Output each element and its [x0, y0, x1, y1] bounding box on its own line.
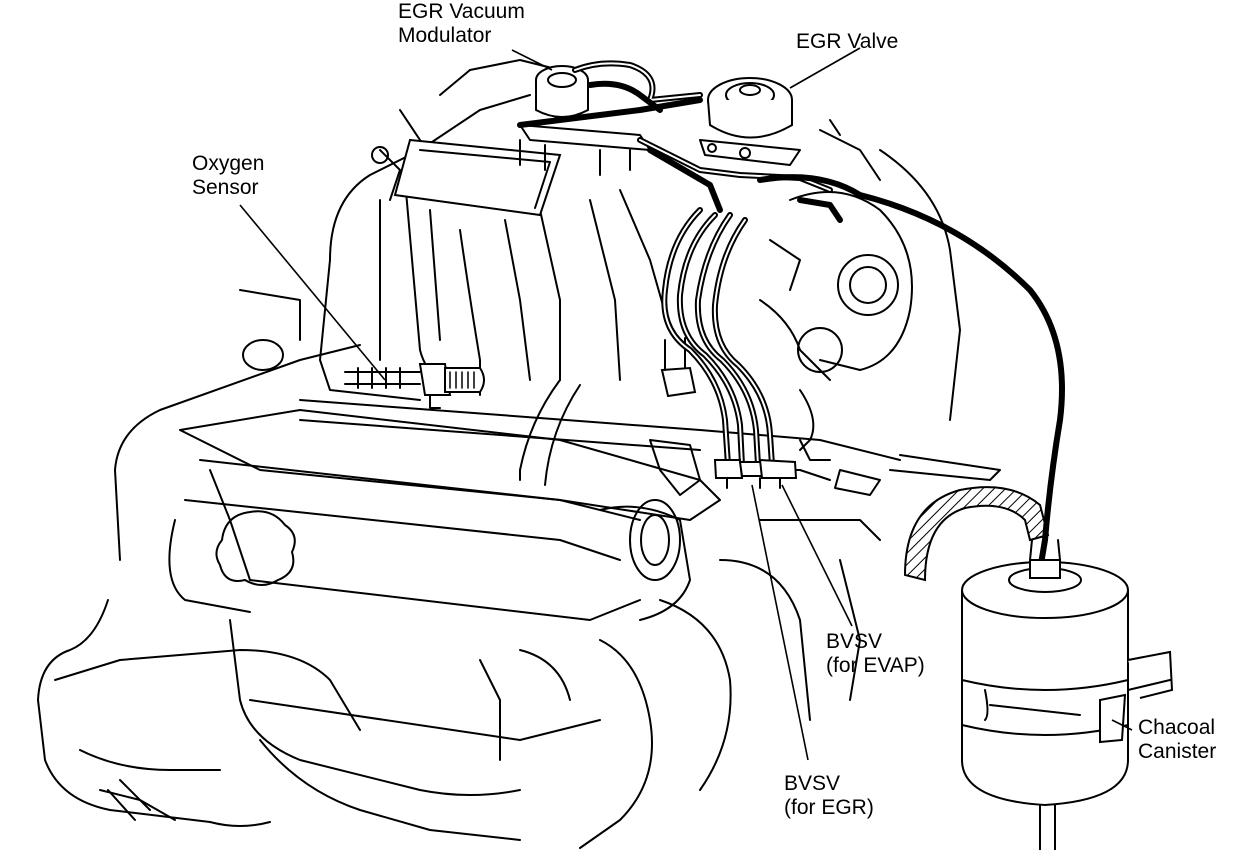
intake-manifold: [299, 59, 901, 496]
label-bvsv-evap-line2: (for EVAP): [826, 654, 925, 677]
label-oxygen-sensor-line2: Sensor: [192, 176, 259, 199]
label-egr-vacuum-modulator-line1: EGR Vacuum: [398, 0, 525, 23]
charcoal-canister: [903, 486, 1174, 850]
leader-oxygen-sensor: [239, 204, 386, 381]
label-egr-vacuum-modulator-line2: Modulator: [398, 24, 492, 47]
oxygen-sensor: [344, 363, 485, 409]
label-oxygen-sensor-line1: Oxygen: [192, 152, 265, 175]
label-bvsv-egr-line1: BVSV: [784, 772, 841, 795]
label-egr-valve-line1: EGR Valve: [796, 30, 899, 53]
leader-lines: [239, 47, 1133, 761]
label-oxygen-sensor: Oxygen Sensor: [192, 152, 264, 200]
label-charcoal-canister-line2: Canister: [1138, 740, 1217, 763]
leader-egr-vacuum-modulator: [511, 49, 553, 71]
vacuum-hoses: [517, 60, 1065, 573]
label-charcoal-canister-line1: Chacoal: [1138, 716, 1216, 739]
label-egr-vacuum-modulator: EGR Vacuum Modulator: [398, 0, 525, 48]
label-egr-valve: EGR Valve: [796, 30, 898, 54]
label-bvsv-evap-line1: BVSV: [826, 630, 883, 653]
label-bvsv-egr: BVSV (for EGR): [784, 772, 874, 820]
leader-charcoal-canister: [1111, 719, 1133, 731]
engine-block: [37, 289, 811, 849]
leader-bvsv-evap: [781, 484, 853, 627]
label-charcoal-canister: Chacoal Canister: [1138, 716, 1216, 764]
label-bvsv-egr-line2: (for EGR): [784, 796, 874, 819]
leader-egr-valve: [789, 47, 861, 89]
bvsv-units: [713, 458, 798, 489]
leader-bvsv-egr: [751, 484, 809, 761]
egr-valve: [699, 77, 801, 166]
throttle-body: [759, 119, 1001, 701]
label-bvsv-evap: BVSV (for EVAP): [826, 630, 925, 678]
